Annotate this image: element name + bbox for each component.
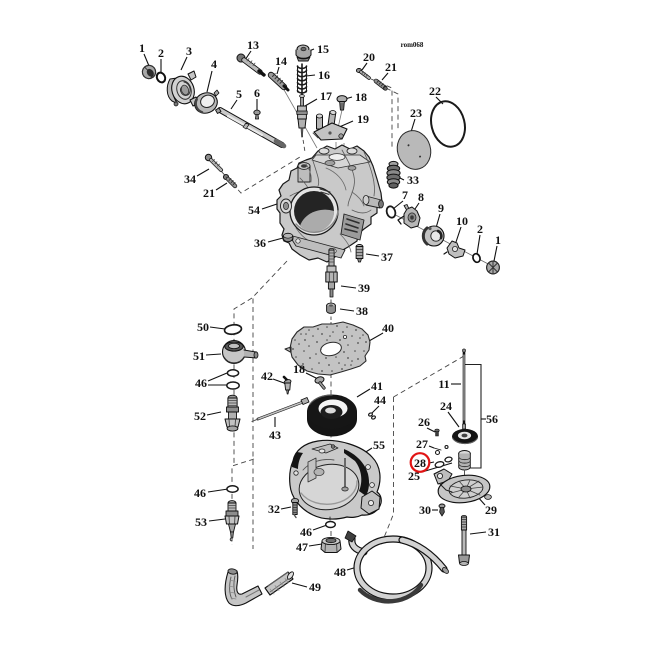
svg-text:21: 21 — [203, 186, 215, 200]
svg-text:9: 9 — [438, 201, 444, 215]
svg-text:20: 20 — [363, 50, 375, 64]
svg-text:27: 27 — [416, 437, 428, 451]
svg-text:19: 19 — [357, 112, 369, 126]
svg-text:7: 7 — [402, 188, 408, 202]
svg-text:14: 14 — [275, 54, 287, 68]
svg-text:49: 49 — [309, 580, 321, 594]
svg-text:36: 36 — [254, 236, 266, 250]
svg-text:37: 37 — [381, 250, 393, 264]
svg-text:31: 31 — [488, 525, 500, 539]
svg-text:16: 16 — [318, 68, 330, 82]
svg-text:38: 38 — [356, 304, 368, 318]
svg-text:52: 52 — [194, 409, 206, 423]
svg-text:29: 29 — [485, 503, 497, 517]
svg-text:6: 6 — [254, 86, 260, 100]
svg-text:53: 53 — [195, 515, 207, 529]
svg-text:15: 15 — [317, 42, 329, 56]
svg-text:8: 8 — [418, 190, 424, 204]
svg-text:10: 10 — [456, 214, 468, 228]
svg-text:23: 23 — [410, 106, 422, 120]
svg-text:18: 18 — [293, 362, 305, 376]
svg-text:32: 32 — [268, 502, 280, 516]
svg-text:5: 5 — [236, 87, 242, 101]
svg-text:21: 21 — [385, 60, 397, 74]
svg-text:42: 42 — [261, 369, 273, 383]
svg-text:46: 46 — [300, 525, 312, 539]
svg-text:44: 44 — [374, 393, 386, 407]
svg-text:26: 26 — [418, 415, 430, 429]
svg-text:11: 11 — [438, 377, 449, 391]
svg-text:51: 51 — [193, 349, 205, 363]
svg-text:54: 54 — [248, 203, 260, 217]
svg-text:55: 55 — [373, 438, 385, 452]
svg-text:56: 56 — [486, 412, 498, 426]
svg-text:2: 2 — [477, 222, 483, 236]
svg-text:41: 41 — [371, 379, 383, 393]
svg-text:30: 30 — [419, 503, 431, 517]
svg-text:22: 22 — [429, 84, 441, 98]
svg-text:34: 34 — [184, 172, 196, 186]
svg-text:rom068: rom068 — [401, 41, 424, 49]
svg-text:3: 3 — [186, 44, 192, 58]
svg-text:39: 39 — [358, 281, 370, 295]
svg-text:33: 33 — [407, 173, 419, 187]
svg-text:46: 46 — [194, 486, 206, 500]
svg-text:46: 46 — [195, 376, 207, 390]
svg-text:17: 17 — [320, 89, 332, 103]
svg-text:18: 18 — [355, 90, 367, 104]
svg-text:25: 25 — [408, 469, 420, 483]
svg-text:50: 50 — [197, 320, 209, 334]
svg-text:1: 1 — [495, 233, 501, 247]
svg-text:13: 13 — [247, 38, 259, 52]
svg-text:40: 40 — [382, 321, 394, 335]
svg-text:1: 1 — [139, 41, 145, 55]
svg-text:28: 28 — [414, 456, 426, 470]
svg-text:2: 2 — [158, 46, 164, 60]
svg-text:4: 4 — [211, 57, 217, 71]
svg-text:47: 47 — [296, 540, 308, 554]
svg-text:48: 48 — [334, 565, 346, 579]
svg-text:24: 24 — [440, 399, 452, 413]
svg-text:43: 43 — [269, 428, 281, 442]
